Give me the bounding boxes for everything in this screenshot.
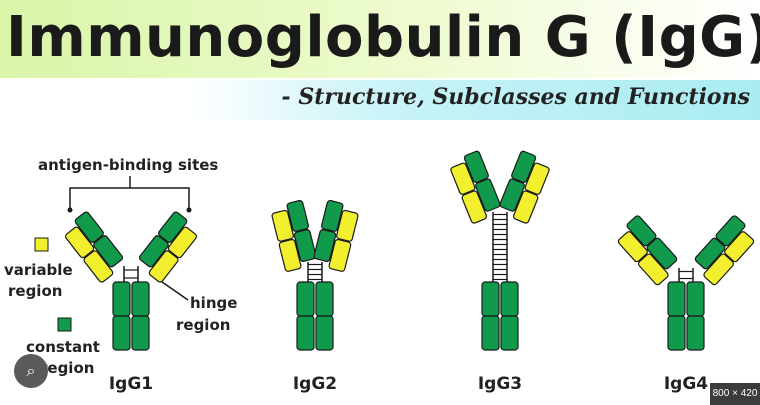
fc-ch3-left bbox=[296, 315, 315, 351]
heavy-variable-domain bbox=[74, 211, 104, 243]
heavy-variable-domain bbox=[321, 199, 344, 232]
antigen-site-dot-right bbox=[186, 207, 192, 213]
heavy-variable-domain bbox=[463, 150, 489, 183]
light-variable-domain bbox=[724, 231, 755, 263]
heavy-constant-domain bbox=[293, 229, 317, 262]
light-constant-domain bbox=[703, 253, 735, 286]
right-fab-arm bbox=[139, 211, 198, 283]
page-subtitle: - Structure, Subclasses and Functions bbox=[281, 84, 750, 110]
heavy-constant-domain bbox=[313, 229, 337, 262]
light-variable-domain bbox=[64, 226, 95, 259]
fc-ch3-left bbox=[481, 315, 500, 351]
right-fab-arm bbox=[313, 199, 359, 272]
igg3-antibody bbox=[450, 150, 550, 351]
constant-label-line1: constant bbox=[26, 338, 100, 356]
light-constant-domain bbox=[278, 238, 302, 272]
igg1-antibody bbox=[64, 211, 198, 351]
left-fab-arm bbox=[271, 199, 317, 272]
fc-ch3-left bbox=[667, 315, 686, 351]
fc-ch2-left bbox=[481, 281, 500, 317]
fc-ch3-right bbox=[500, 315, 519, 351]
igg2-antibody bbox=[271, 199, 359, 351]
hinge-label-line1: hinge bbox=[190, 294, 237, 312]
light-variable-domain bbox=[271, 209, 294, 242]
heavy-constant-domain bbox=[139, 235, 169, 268]
fc-ch2-left bbox=[296, 281, 315, 317]
variable-label-line1: variable bbox=[4, 261, 73, 279]
subclass-label-igg3: IgG3 bbox=[478, 374, 522, 394]
antigen-site-dot-left bbox=[67, 207, 73, 213]
variable-legend-swatch bbox=[34, 237, 49, 252]
light-constant-domain bbox=[461, 190, 488, 224]
heavy-constant-domain bbox=[475, 178, 501, 212]
image-size-badge: 800 × 420 bbox=[710, 383, 760, 405]
lens-search-icon[interactable]: ⌕ bbox=[14, 354, 48, 388]
fc-ch3-right bbox=[315, 315, 334, 351]
page-title: Immunoglobulin G (IgG) bbox=[6, 5, 760, 70]
fc-ch3-right bbox=[686, 315, 705, 351]
light-constant-domain bbox=[328, 238, 352, 272]
subclass-label-igg1: IgG1 bbox=[109, 374, 153, 394]
heavy-variable-domain bbox=[715, 215, 746, 247]
hinge-label-line2: region bbox=[176, 316, 230, 334]
igg4-antibody bbox=[617, 215, 755, 351]
title-banner bbox=[0, 0, 760, 78]
heavy-variable-domain bbox=[158, 211, 188, 243]
light-constant-domain bbox=[148, 250, 179, 283]
light-constant-domain bbox=[637, 253, 669, 286]
left-fab-arm bbox=[64, 211, 123, 283]
heavy-constant-domain bbox=[694, 237, 726, 270]
heavy-variable-domain bbox=[286, 199, 309, 232]
light-constant-domain bbox=[512, 190, 539, 224]
heavy-constant-domain bbox=[646, 237, 678, 270]
light-variable-domain bbox=[167, 226, 198, 259]
right-fab-arm bbox=[499, 150, 550, 224]
antigen-binding-label: antigen-binding sites bbox=[38, 156, 218, 174]
heavy-variable-domain bbox=[626, 215, 657, 247]
right-fab-arm bbox=[694, 215, 755, 286]
fc-ch3-right bbox=[131, 315, 150, 351]
light-constant-domain bbox=[83, 250, 114, 283]
constant-label-line2: region bbox=[40, 359, 94, 377]
fc-ch2-right bbox=[315, 281, 334, 317]
fc-ch2-right bbox=[500, 281, 519, 317]
light-variable-domain bbox=[450, 162, 476, 195]
left-fab-arm bbox=[617, 215, 678, 286]
heavy-constant-domain bbox=[93, 235, 123, 268]
left-fab-arm bbox=[450, 150, 501, 224]
subtitle-banner bbox=[190, 80, 760, 120]
subclass-label-igg2: IgG2 bbox=[293, 374, 337, 394]
variable-label-line2: region bbox=[8, 282, 62, 300]
fc-ch2-left bbox=[112, 281, 131, 317]
fc-ch2-left bbox=[667, 281, 686, 317]
subclass-label-igg4: IgG4 bbox=[664, 374, 708, 394]
fc-ch3-left bbox=[112, 315, 131, 351]
light-variable-domain bbox=[617, 231, 648, 263]
heavy-variable-domain bbox=[511, 150, 537, 183]
light-variable-domain bbox=[336, 209, 359, 242]
fc-ch2-right bbox=[131, 281, 150, 317]
antigen-bracket bbox=[69, 187, 190, 210]
constant-legend-swatch bbox=[57, 317, 72, 332]
light-variable-domain bbox=[524, 162, 550, 195]
heavy-constant-domain bbox=[499, 178, 525, 212]
fc-ch2-right bbox=[686, 281, 705, 317]
